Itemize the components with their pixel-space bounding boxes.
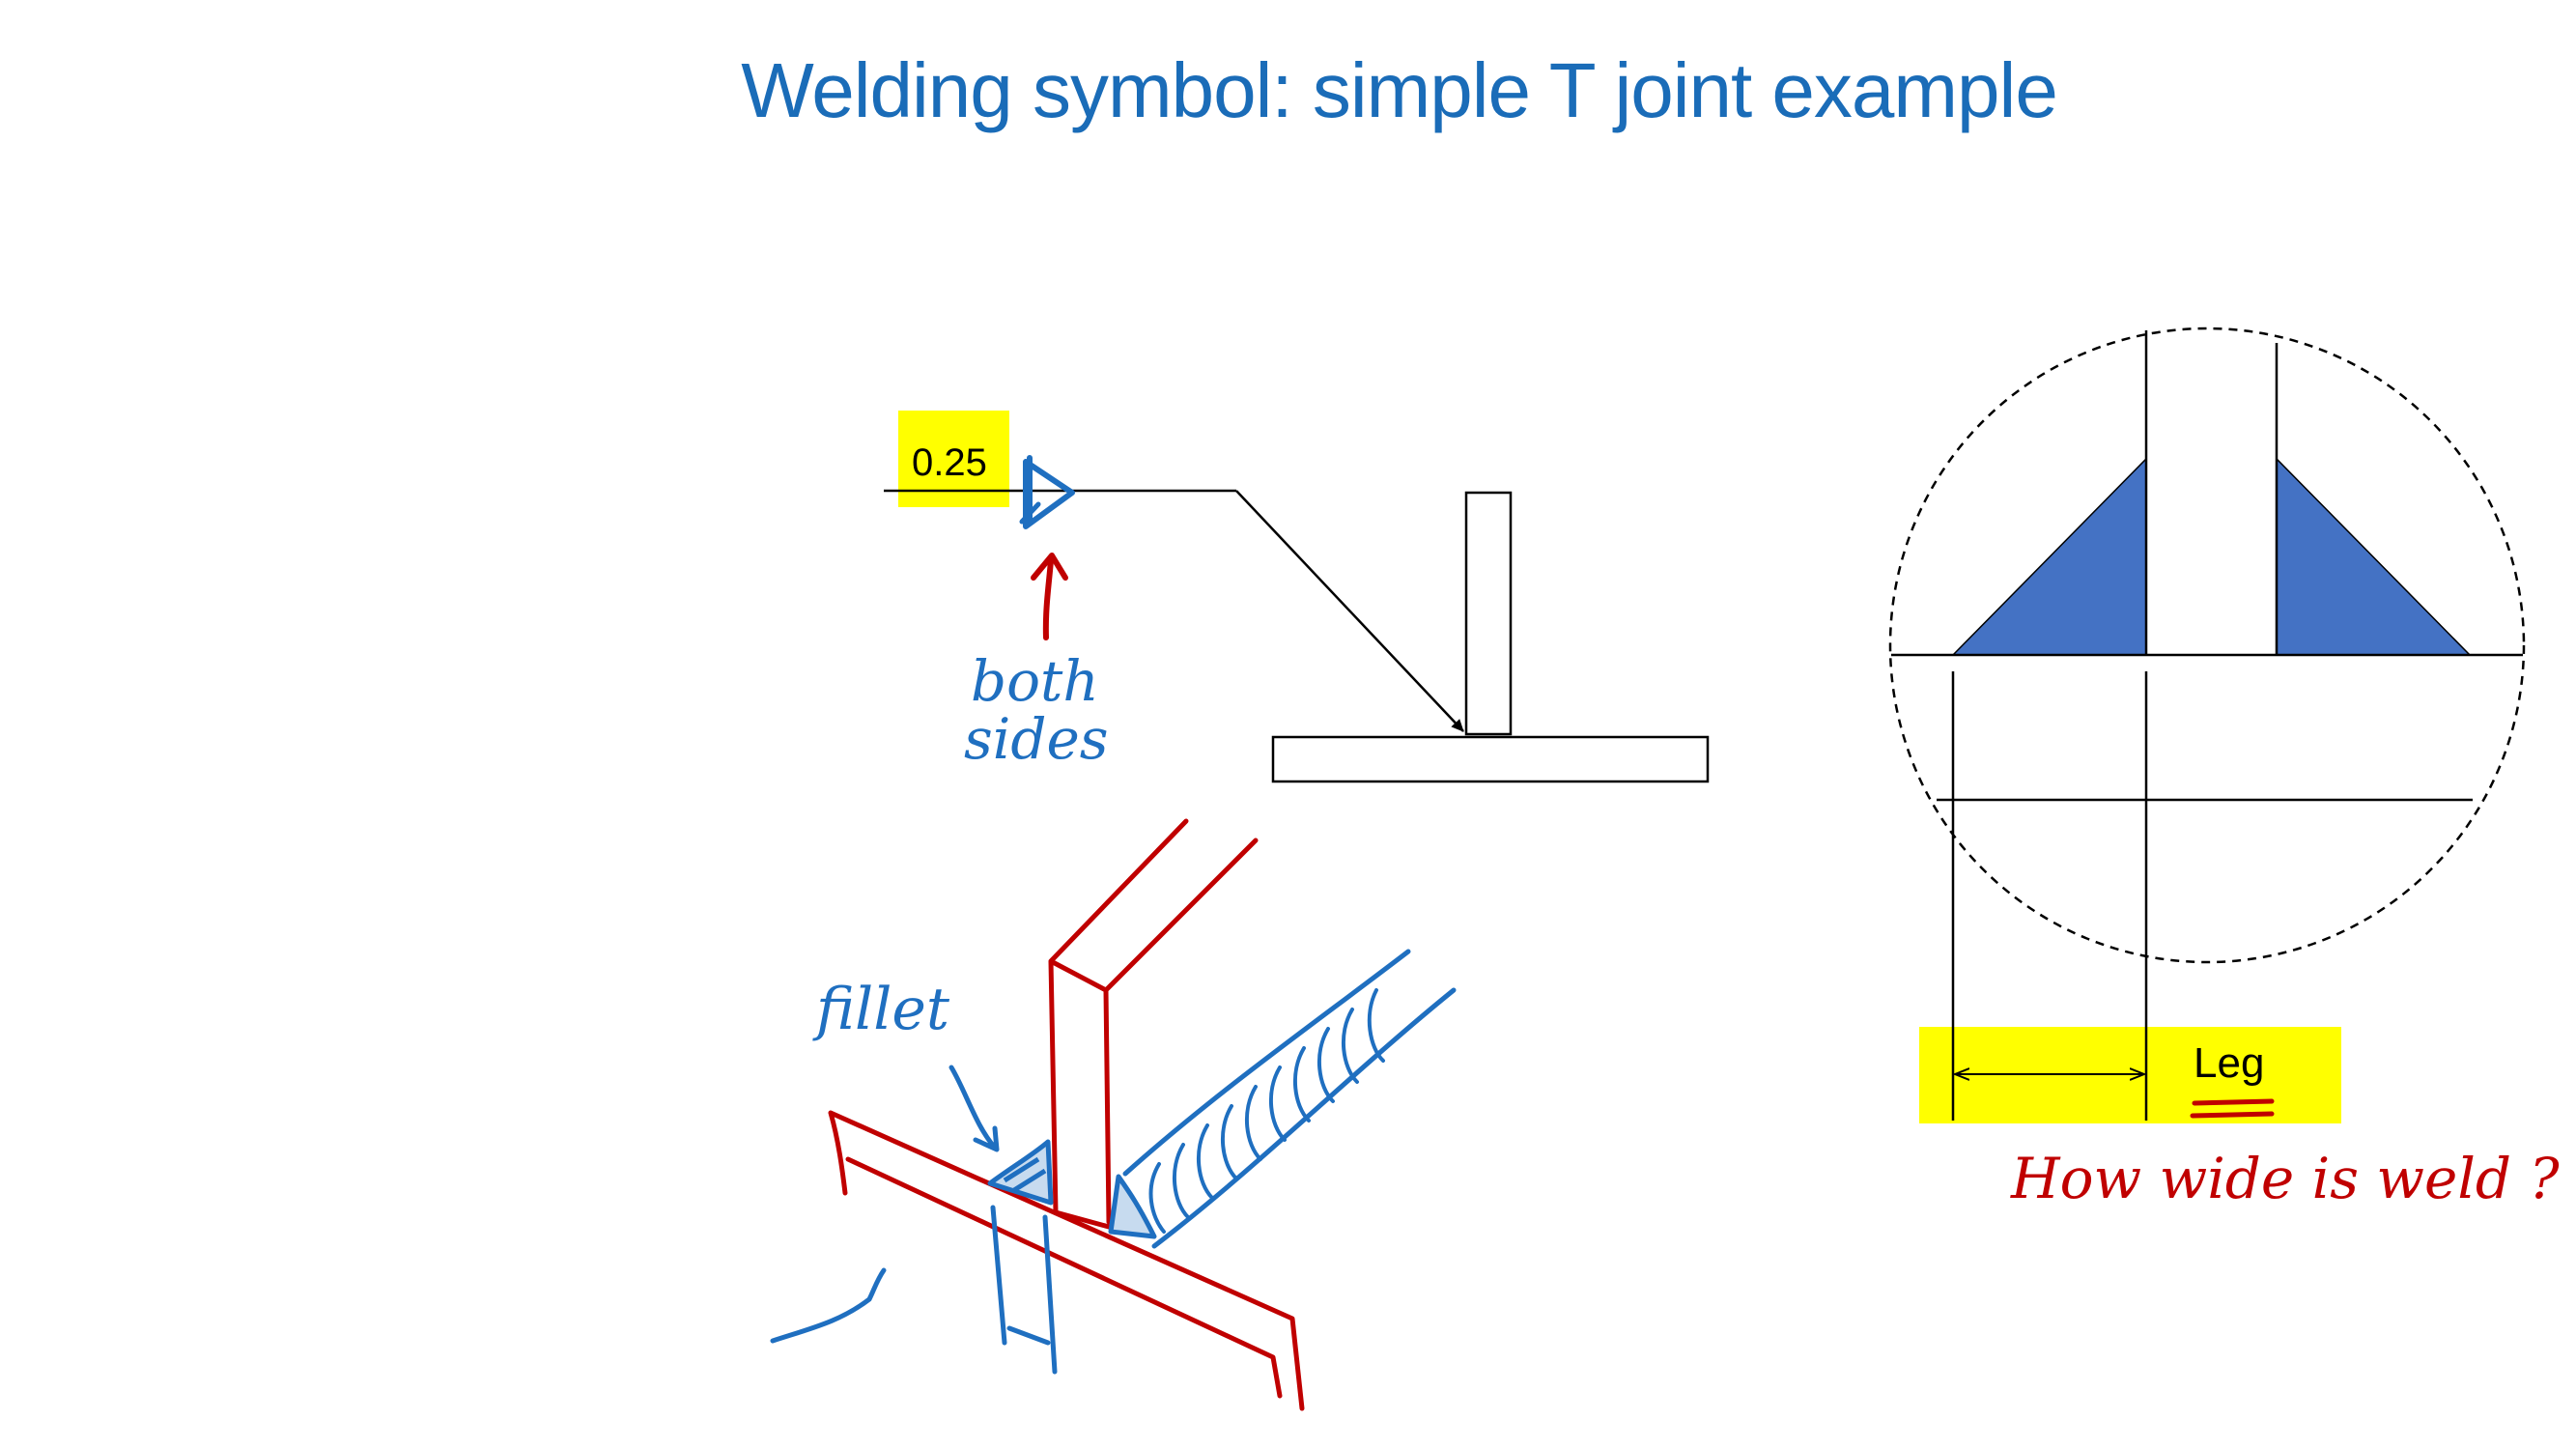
weld-detail (1888, 327, 2526, 1121)
slide-title: Welding symbol: simple T joint example (741, 47, 2058, 133)
sketch-right-fillet-icon (1108, 1174, 1157, 1239)
both-sides-note-line1: both (971, 648, 1099, 714)
fillet-symbol-lower-icon (1019, 501, 1041, 525)
left-fillet-weld (1951, 457, 2147, 656)
arrow-leader (1235, 490, 1464, 732)
right-fillet-weld (2276, 457, 2472, 656)
leg-label: Leg (2194, 1039, 2264, 1087)
weld-size-value: 0.25 (912, 441, 987, 484)
fillet-note: fillet (812, 976, 950, 1043)
sketch-vertical-plate (1048, 818, 1259, 1230)
fillet-pointer-arrow-icon (948, 1065, 1000, 1152)
leg-underline-mark (2190, 1098, 2275, 1119)
detail-circle (1888, 327, 2526, 964)
base-plate (1271, 735, 1710, 783)
sketch-leg-marks (990, 1205, 1058, 1375)
sketch-weld-bead (1122, 949, 1457, 1249)
weld-width-question: How wide is weld ? (2010, 1146, 2561, 1211)
red-arrow-shaft (1042, 557, 1054, 640)
sketch-base-plate (828, 1110, 1305, 1411)
both-sides-arrow (1031, 553, 1068, 640)
both-sides-note-line2: sides (964, 706, 1109, 772)
sketch-weld-ripples (1148, 988, 1385, 1234)
t-joint-drawing (1271, 491, 1710, 783)
t-joint-sketch (770, 818, 1457, 1411)
sketch-left-fillet-icon (987, 1139, 1054, 1206)
sketch-squiggle (770, 1267, 887, 1344)
red-arrow-head-icon (1031, 553, 1068, 581)
weld-symbol: 0.25 (884, 411, 1464, 732)
vertical-plate (1464, 491, 1513, 736)
fillet-symbol-icon (1023, 455, 1075, 529)
